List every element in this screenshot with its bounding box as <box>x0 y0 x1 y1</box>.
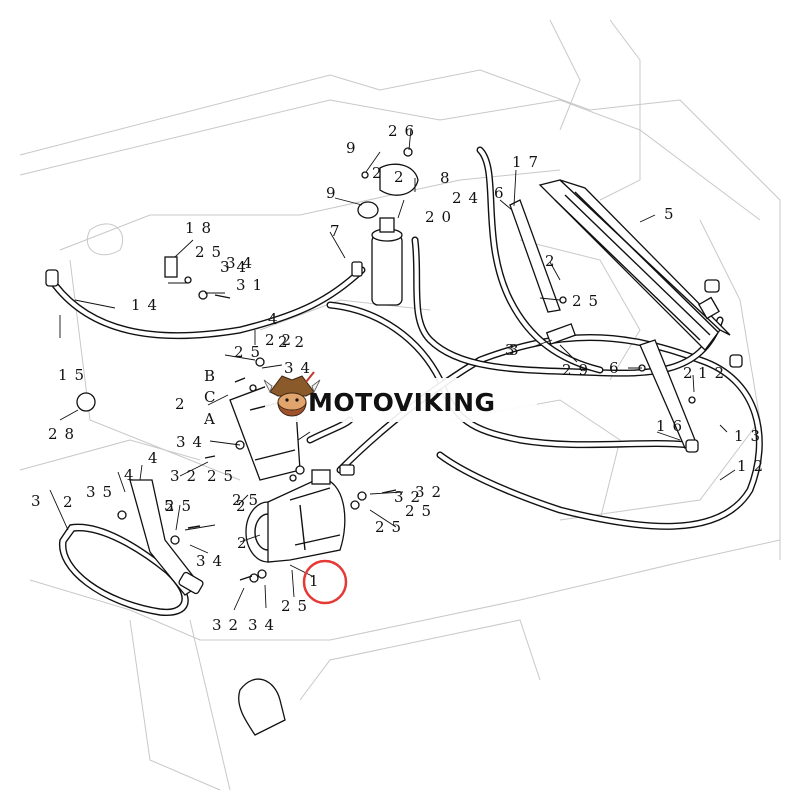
callout-label: 2 <box>683 364 700 382</box>
callout-label: 2 <box>175 395 192 413</box>
callout-label: 5 <box>164 497 181 515</box>
callout-label: 12 <box>737 457 770 475</box>
brand-watermark: MOTOVIKING <box>263 371 537 422</box>
callout-label: 9 <box>326 184 343 202</box>
callout-label: 22 <box>278 333 311 351</box>
exhaust-stub <box>238 678 286 736</box>
viking-head-icon <box>263 371 321 417</box>
callout-label: 3 <box>509 341 526 359</box>
callout-label: 25 <box>405 502 438 520</box>
callout-label: 25 <box>281 597 314 615</box>
callout-label: 6 <box>494 184 511 202</box>
brand-name: MOTOVIKING <box>308 388 496 417</box>
callout-label: 32 <box>212 616 245 634</box>
callout-label: 17 <box>512 153 545 171</box>
callout-label: 25 <box>375 518 408 536</box>
callout-leaders <box>49 127 736 611</box>
callout-label: 25 <box>234 343 267 361</box>
callout-label: A <box>203 410 222 428</box>
callout-label: 18 <box>185 219 218 237</box>
callout-label: 5 <box>664 205 681 223</box>
callout-label: 15 <box>58 366 91 384</box>
callout-label: 34 <box>248 616 281 634</box>
callout-label: 25 <box>195 243 228 261</box>
callout-label: 22 <box>265 331 298 349</box>
callout-label: 3 <box>31 492 48 510</box>
callout-label: 34 <box>176 433 209 451</box>
callout-label: 35 <box>86 483 119 501</box>
callout-label: 26 <box>388 122 421 140</box>
callout-label: 2 <box>394 168 411 186</box>
hose-fittings <box>45 261 743 476</box>
condenser <box>538 179 731 351</box>
callout-label: 29 <box>562 361 595 379</box>
callout-label: 2 <box>545 252 562 270</box>
callout-label: 32 <box>170 467 203 485</box>
callout-label: 12 <box>698 364 731 382</box>
callout-label: 6 <box>609 359 626 377</box>
refrigerant-hoses <box>51 146 763 530</box>
drive-belt <box>59 523 189 616</box>
callout-label: 32 <box>394 488 427 506</box>
callout-label: 25 <box>207 467 240 485</box>
callout-numbers: 1 2 3 4 5 6 7 8 9 12 13 14 15 16 17 18 2… <box>31 122 770 634</box>
callout-label: 31 <box>236 276 269 294</box>
ac-compressor <box>245 469 346 563</box>
fasteners <box>76 147 696 583</box>
callout-label: 13 <box>734 427 767 445</box>
receiver-drier <box>357 163 419 306</box>
callout-label: 8 <box>440 169 457 187</box>
callout-label: 3 <box>505 341 522 359</box>
callout-label: 25 <box>232 491 265 509</box>
callout-label: 34 <box>196 552 229 570</box>
callout-label: 28 <box>48 425 81 443</box>
callout-label: 1 <box>309 572 326 590</box>
callout-label: 34 <box>284 359 317 377</box>
callout-label: 32 <box>415 483 448 501</box>
belt-tensioner-arm <box>129 479 204 596</box>
callout-label: 20 <box>425 208 458 226</box>
callout-label: 2 <box>63 493 80 511</box>
callout-label: 25 <box>165 497 198 515</box>
callout-label: 9 <box>346 139 363 157</box>
callout-label: 4 <box>268 310 285 328</box>
part-1-highlight-circle <box>302 559 348 605</box>
callout-label: 2 <box>236 497 253 515</box>
callout-label: 4 <box>148 449 165 467</box>
callout-label: 16 <box>656 417 689 435</box>
callout-label: 14 <box>131 296 164 314</box>
callout-label: 2 <box>372 164 389 182</box>
callout-label: 25 <box>572 292 605 310</box>
callout-label: 34 <box>220 258 253 276</box>
callout-label: C <box>204 388 222 406</box>
callout-label: 4 <box>124 466 141 484</box>
callout-label: B <box>204 367 222 385</box>
callout-label: 34 <box>226 254 259 272</box>
callout-label: 7 <box>330 222 347 240</box>
callout-label: 2 <box>237 534 254 552</box>
callout-label: 24 <box>452 189 485 207</box>
